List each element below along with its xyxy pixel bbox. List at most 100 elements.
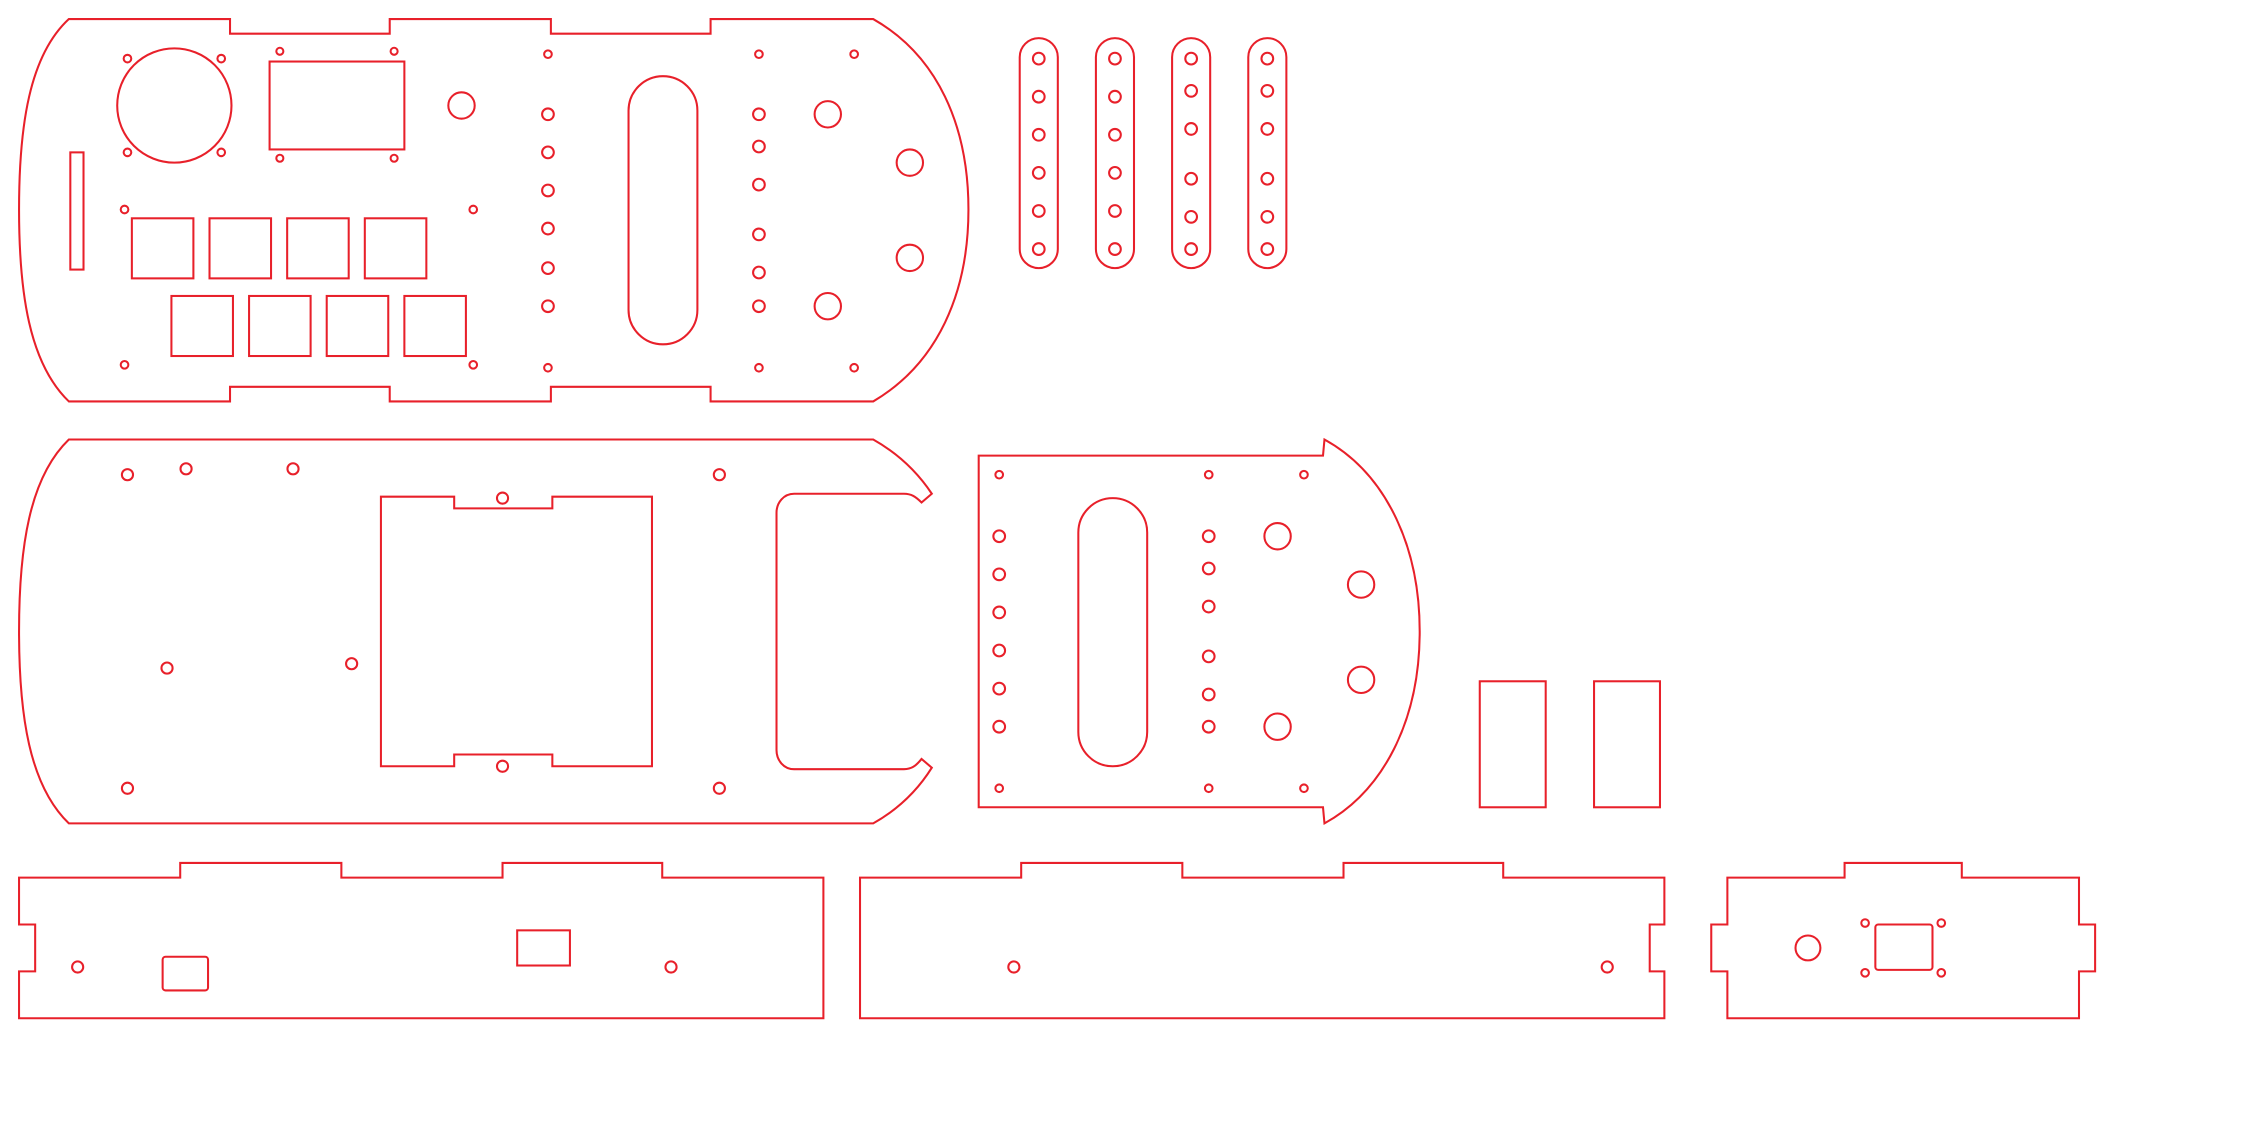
screw-hole xyxy=(1203,783,1214,794)
screw-hole xyxy=(1860,918,1870,928)
screw-hole xyxy=(1007,960,1021,974)
header-hole xyxy=(992,567,1007,582)
strip-hole xyxy=(1031,204,1046,218)
screw-hole xyxy=(1203,469,1214,480)
strip-hole xyxy=(1108,127,1122,142)
screw-hole xyxy=(849,49,859,60)
button-cutout xyxy=(208,217,273,280)
speaker-screw-hole xyxy=(122,53,133,64)
front-plate-outline xyxy=(977,437,1421,826)
button-cutout xyxy=(325,294,390,358)
header-hole xyxy=(752,177,766,192)
spacer-strip-1 xyxy=(1018,37,1059,270)
spacer-strips xyxy=(1018,37,1288,270)
cable-slot xyxy=(1077,497,1149,768)
button-cutout xyxy=(170,294,234,358)
strip-hole xyxy=(1260,83,1275,98)
front-mount-plate xyxy=(977,437,1421,826)
header-hole xyxy=(1201,561,1216,576)
screw-hole xyxy=(495,491,510,505)
bottom-plate-outline xyxy=(18,438,934,825)
screw-hole xyxy=(120,468,135,482)
header-hole xyxy=(992,529,1007,544)
mount-hole xyxy=(1346,570,1376,599)
screw-hole xyxy=(179,462,193,476)
sensor-hole xyxy=(1794,934,1822,962)
strip-hole xyxy=(1108,51,1122,66)
header-hole xyxy=(541,221,555,236)
screw-hole xyxy=(468,359,479,370)
strip-outline xyxy=(1171,37,1212,270)
speaker-screw-hole xyxy=(216,147,227,158)
speaker-screw-hole xyxy=(216,53,227,64)
header-hole xyxy=(992,719,1007,734)
strip-hole xyxy=(1260,122,1275,136)
header-hole xyxy=(752,299,766,314)
header-hole xyxy=(1201,687,1216,702)
screw-hole xyxy=(754,49,764,60)
strip-hole xyxy=(1184,122,1199,136)
spacer-strip-4 xyxy=(1247,37,1288,270)
screw-hole xyxy=(119,204,130,215)
strip-hole xyxy=(1031,89,1046,104)
button-cutout xyxy=(403,294,467,358)
screw-hole xyxy=(712,781,726,795)
screw-hole xyxy=(543,49,553,60)
button-cutout xyxy=(363,217,428,280)
usb-port-cutout xyxy=(161,955,210,992)
strip-hole xyxy=(1260,171,1275,186)
screw-hole xyxy=(664,960,678,974)
speaker-hole xyxy=(116,47,233,164)
display-screw-hole xyxy=(389,46,399,56)
strip-hole xyxy=(1031,51,1046,66)
header-hole xyxy=(541,145,555,160)
spacer-strip-3 xyxy=(1171,37,1212,270)
switch-cutout xyxy=(516,929,571,967)
screw-hole xyxy=(1936,918,1947,928)
rear-panel-outline xyxy=(1710,861,2097,1020)
header-hole xyxy=(541,107,555,122)
top-chassis-plate xyxy=(18,18,970,403)
battery-cutout xyxy=(379,495,654,768)
screw-hole xyxy=(543,362,553,373)
mount-hole xyxy=(447,91,476,120)
screw-hole xyxy=(712,468,726,482)
screw-hole xyxy=(71,960,85,974)
strip-hole xyxy=(1260,209,1275,224)
small-block-2 xyxy=(1593,680,1662,809)
top-plate-outline xyxy=(18,18,970,403)
header-hole xyxy=(752,107,766,122)
strip-hole xyxy=(1031,165,1046,180)
rear-panel xyxy=(1710,861,2097,1020)
header-hole xyxy=(992,643,1007,658)
side-panel-left-outline xyxy=(18,861,825,1020)
spacer-strip-2 xyxy=(1094,37,1136,270)
speaker-screw-hole xyxy=(122,147,133,158)
header-hole xyxy=(541,261,555,276)
small-blocks xyxy=(1478,680,1662,809)
strip-hole xyxy=(1108,165,1122,180)
header-hole xyxy=(992,681,1007,696)
side-panel-right xyxy=(858,861,1666,1020)
screw-hole xyxy=(1299,783,1309,794)
display-screw-hole xyxy=(389,153,399,163)
strip-outline xyxy=(1247,37,1288,270)
screw-hole xyxy=(994,469,1005,480)
screw-hole xyxy=(1600,960,1614,974)
header-hole xyxy=(752,139,766,154)
strip-outline xyxy=(1018,37,1059,270)
header-hole xyxy=(1201,529,1216,544)
screw-hole xyxy=(994,783,1005,794)
mount-hole xyxy=(1263,522,1292,551)
header-hole xyxy=(1201,649,1216,664)
sensor-cutout xyxy=(1874,923,1934,971)
mount-hole xyxy=(1263,712,1292,741)
screw-hole xyxy=(286,462,300,476)
button-cutout xyxy=(286,217,350,280)
strip-hole xyxy=(1108,242,1122,256)
switch-slot xyxy=(69,151,85,271)
strip-hole xyxy=(1184,51,1199,66)
strip-outline xyxy=(1094,37,1136,270)
